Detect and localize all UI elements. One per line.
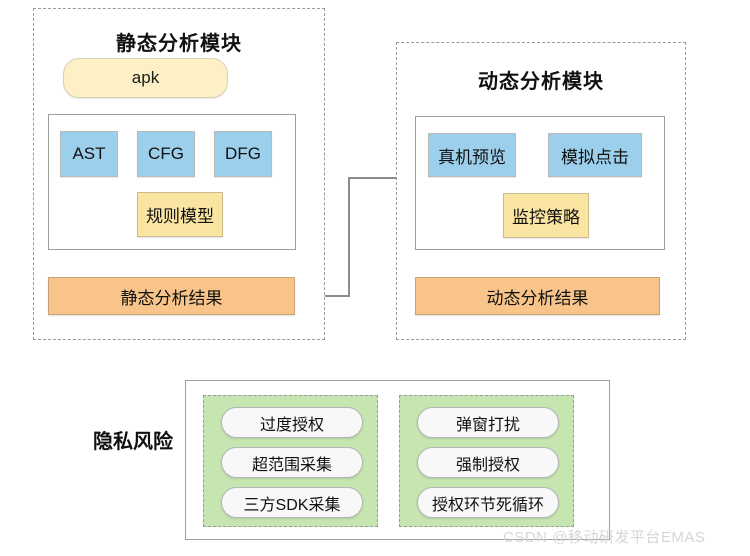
- real-device-preview-node[interactable]: 真机预览: [428, 133, 516, 177]
- static-analysis-result-node[interactable]: 静态分析结果: [48, 277, 295, 315]
- rule-model-node[interactable]: 规则模型: [137, 192, 223, 237]
- cfg-node[interactable]: CFG: [137, 131, 195, 177]
- static-module-title: 静态分析模块: [116, 33, 242, 55]
- dfg-node[interactable]: DFG: [214, 131, 272, 177]
- risk-chip[interactable]: 超范围采集: [221, 447, 363, 478]
- risk-chip[interactable]: 授权环节死循环: [417, 487, 559, 518]
- ast-node[interactable]: AST: [60, 131, 118, 177]
- dynamic-analysis-result-node[interactable]: 动态分析结果: [415, 277, 660, 315]
- risk-chip[interactable]: 过度授权: [221, 407, 363, 438]
- apk-input-node[interactable]: apk: [63, 58, 228, 98]
- privacy-risk-group-right: 弹窗打扰 强制授权 授权环节死循环: [399, 395, 574, 527]
- simulated-click-node[interactable]: 模拟点击: [548, 133, 642, 177]
- risk-chip[interactable]: 弹窗打扰: [417, 407, 559, 438]
- risk-chip[interactable]: 强制授权: [417, 447, 559, 478]
- privacy-risk-label: 隐私风险: [93, 431, 173, 453]
- watermark-text: CSDN @移动研发平台EMAS: [503, 529, 706, 546]
- risk-chip[interactable]: 三方SDK采集: [221, 487, 363, 518]
- monitor-policy-node[interactable]: 监控策略: [503, 193, 589, 238]
- dynamic-module-title: 动态分析模块: [478, 71, 604, 93]
- privacy-risk-group-left: 过度授权 超范围采集 三方SDK采集: [203, 395, 378, 527]
- privacy-risk-panel: 过度授权 超范围采集 三方SDK采集 弹窗打扰 强制授权 授权环节死循环: [185, 380, 610, 540]
